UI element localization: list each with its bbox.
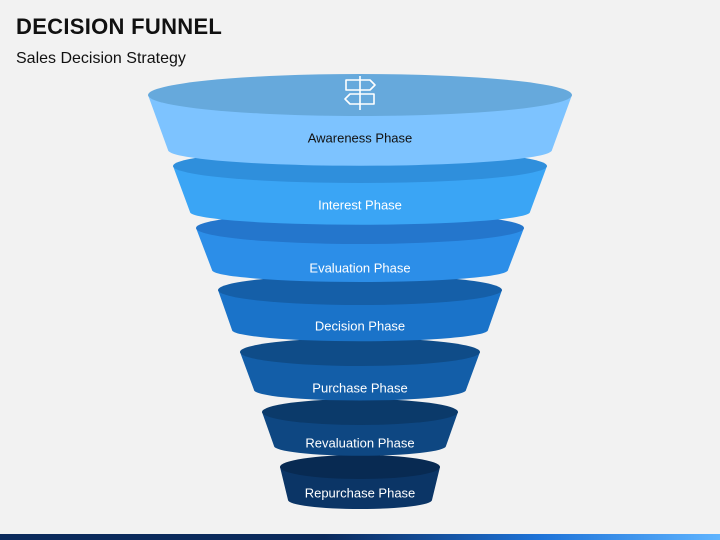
funnel-stage-body (240, 352, 480, 401)
funnel-stage-label: Evaluation Phase (309, 260, 410, 275)
funnel-stage-body (280, 467, 440, 509)
funnel-stage-top (240, 338, 480, 366)
funnel-stage-top (218, 275, 502, 305)
funnel-stage-label: Revaluation Phase (305, 435, 414, 450)
funnel-stage-label: Purchase Phase (312, 380, 407, 395)
funnel-stage-label: Decision Phase (315, 318, 405, 333)
funnel-stage-label: Repurchase Phase (305, 485, 416, 500)
funnel-stage: Repurchase Phase (280, 455, 440, 509)
funnel-stage: Revaluation Phase (262, 399, 458, 456)
funnel-stage-top (262, 399, 458, 425)
page-subtitle: Sales Decision Strategy (16, 50, 186, 67)
funnel-stage: Purchase Phase (240, 338, 480, 401)
funnel-stage-label: Awareness Phase (308, 130, 413, 145)
footer-accent-bar (0, 534, 720, 540)
funnel-stage-label: Interest Phase (318, 197, 402, 212)
funnel-stage: Decision Phase (218, 275, 502, 342)
funnel-stage-top (280, 455, 440, 479)
page-title: DECISION FUNNEL (16, 14, 223, 39)
signpost-icon (344, 76, 376, 110)
